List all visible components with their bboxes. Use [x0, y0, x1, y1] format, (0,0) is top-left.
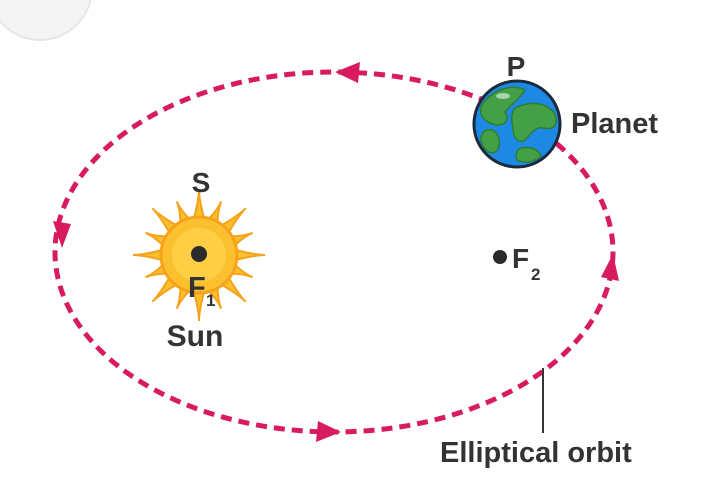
arrow-right-up-icon: [601, 254, 619, 281]
focus-2-subscript: 2: [531, 265, 540, 284]
focus-2-label: F: [512, 243, 529, 274]
corner-circle-decoration: [0, 0, 92, 41]
sun-label: Sun: [167, 320, 224, 353]
point-s-label: S: [192, 167, 211, 198]
elliptical-orbit-label: Elliptical orbit: [440, 437, 632, 469]
arrow-top-left-icon: [335, 62, 360, 83]
sun-ray: [132, 248, 165, 262]
focus-1-label: F: [188, 272, 206, 304]
focus-1-dot-icon: [191, 246, 207, 262]
focus-1-subscript: 1: [206, 291, 215, 310]
earth-globe-icon: [472, 79, 562, 169]
sun-ray: [192, 289, 206, 322]
arrow-left-down-icon: [53, 221, 71, 248]
sun-ray: [233, 248, 266, 262]
orbit-direction-arrows: [53, 62, 619, 442]
point-p-label: P: [507, 51, 526, 82]
arrow-bottom-right-icon: [316, 421, 341, 442]
focus-2-dot-icon: [493, 250, 507, 264]
planet-label: Planet: [571, 108, 658, 140]
sun-ray: [192, 188, 206, 221]
